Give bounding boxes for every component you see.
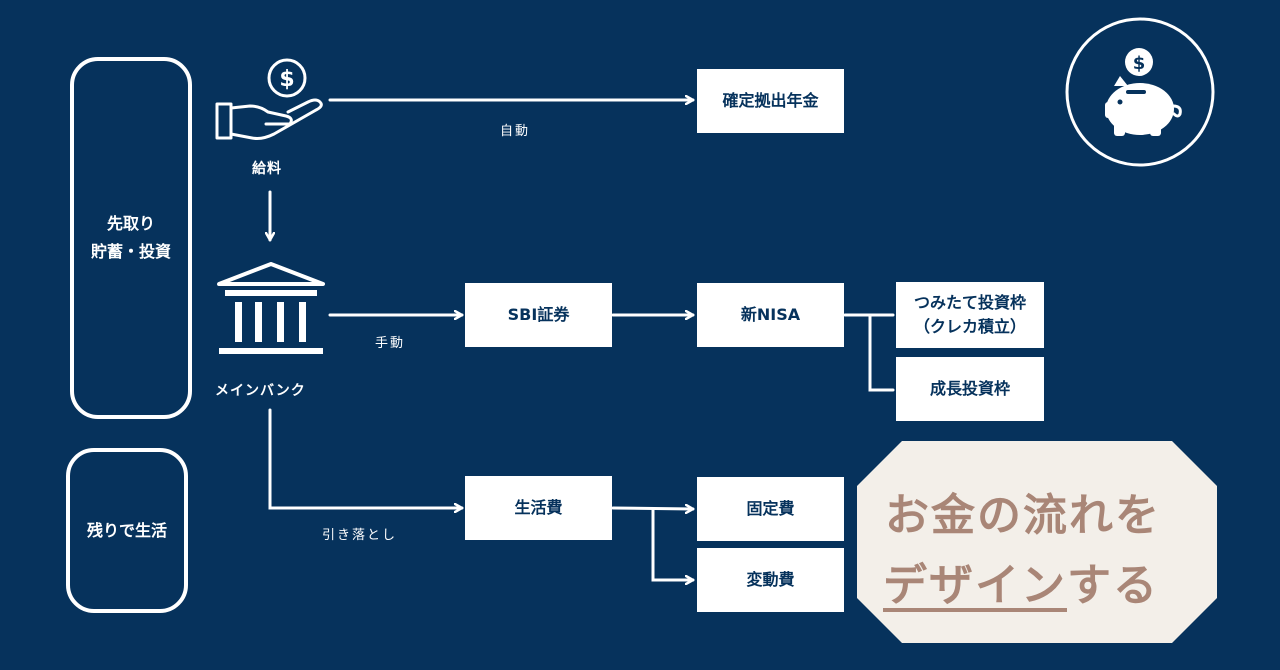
bank-icon [217,262,325,354]
ideco-box: 確定拠出年金 [697,69,844,133]
arrow-bank-to-living [268,408,464,508]
callout-underlined-word: デザイン [883,560,1067,611]
svg-text:$: $ [279,67,294,92]
edge-label-auto: 自動 [500,124,531,139]
nisa-box: 新NISA [697,283,844,347]
hand-coin-icon: $ [215,58,323,140]
piggy-bank-icon: $ [1065,17,1215,167]
line-nisa-to-growth [868,313,895,392]
growth-box: 成長投資枠 [896,357,1044,421]
living-box: 生活費 [465,476,612,540]
sbi-box: SBI証券 [465,283,612,347]
salary-label: 給料 [252,161,282,177]
tsumitate-box: つみたて投資枠 （クレカ積立） [896,282,1044,348]
callout-title-line2: デザインする [883,549,1159,613]
main-bank-label: メインバンク [215,383,306,399]
callout-title-line1: お金の流れを [885,490,1161,541]
svg-text:$: $ [1133,53,1146,74]
edge-label-debit: 引き落とし [322,528,398,543]
edge-label-manual: 手動 [375,336,406,351]
callout-panel: お金の流れを デザインする [857,441,1217,643]
fixed-box: 固定費 [697,477,844,541]
advance-saving-group: 先取り 貯蓄・投資 [70,57,192,419]
remaining-living-group: 残りで生活 [66,448,188,613]
arrow-living-to-variable [651,507,695,580]
callout-line2-rest: する [1067,560,1159,611]
variable-box: 変動費 [697,548,844,612]
